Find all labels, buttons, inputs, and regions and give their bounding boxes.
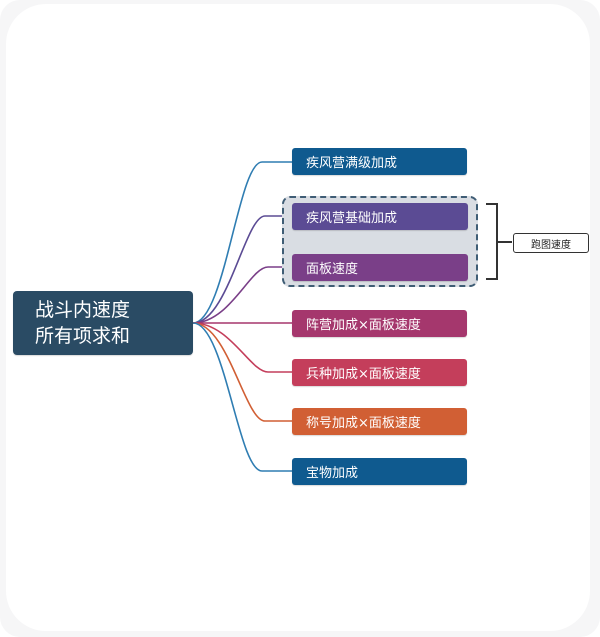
annotation-note: 跑图速度: [513, 233, 589, 253]
node-6-label: 称号加成×面板速度: [306, 416, 421, 431]
link-3: [192, 266, 292, 324]
root-line-2: 所有项求和: [35, 325, 131, 347]
node-4-label: 阵营加成×面板速度: [306, 318, 421, 333]
link-5: [192, 322, 292, 373]
link-7: [192, 322, 292, 472]
link-2: [192, 215, 292, 324]
link-6: [192, 322, 292, 422]
node-4: 阵营加成×面板速度: [292, 310, 467, 337]
group-bracket: [486, 203, 498, 280]
node-5-label: 兵种加成×面板速度: [306, 367, 421, 382]
root-node: 战斗内速度 所有项求和: [13, 291, 193, 355]
node-7: 宝物加成: [292, 458, 467, 485]
node-3-label: 面板速度: [306, 262, 359, 277]
link-1: [192, 161, 292, 324]
bracket-tick: [498, 241, 512, 243]
root-line-1: 战斗内速度: [35, 299, 131, 321]
node-7-label: 宝物加成: [306, 466, 359, 481]
node-1-label: 疾风营满级加成: [306, 156, 398, 171]
node-2: 疾风营基础加成: [292, 203, 468, 230]
node-6: 称号加成×面板速度: [292, 408, 467, 435]
node-2-label: 疾风营基础加成: [306, 211, 398, 226]
annotation-label: 跑图速度: [531, 239, 571, 251]
node-3: 面板速度: [292, 254, 468, 281]
node-1: 疾风营满级加成: [292, 148, 467, 175]
node-5: 兵种加成×面板速度: [292, 359, 467, 386]
